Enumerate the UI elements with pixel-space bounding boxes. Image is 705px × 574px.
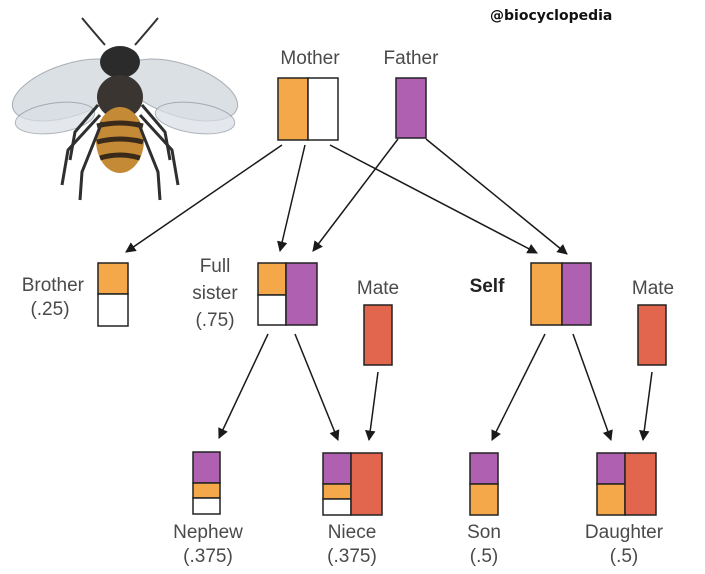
arrow-mother-brother	[126, 145, 282, 252]
brother-empty-block	[98, 294, 128, 326]
daughter-label: Daughter	[585, 522, 664, 543]
nephew-label: Nephew	[173, 522, 243, 543]
daughter-maternal-block	[597, 484, 625, 515]
arrow-self-son	[492, 334, 545, 440]
node-father: Father	[384, 48, 440, 138]
daughter-paternal-block	[597, 453, 625, 484]
arrow-sister-nephew	[219, 334, 268, 438]
node-full-sister: Full sister (.75)	[192, 256, 317, 331]
niece-maternal-block	[323, 484, 351, 499]
credit-text: @biocyclopedia	[490, 8, 612, 24]
niece-label: Niece	[328, 522, 377, 543]
node-niece: Niece (.375)	[323, 453, 382, 567]
father-label: Father	[384, 48, 440, 69]
honeybee-illustration	[5, 18, 245, 200]
father-paternal-block	[396, 78, 426, 138]
nephew-empty-block	[193, 498, 220, 514]
sister-empty-block	[258, 295, 286, 325]
brother-value: (.25)	[30, 299, 69, 320]
self-paternal-block	[562, 263, 591, 325]
self-label: Self	[470, 276, 506, 297]
node-daughter: Daughter (.5)	[585, 453, 664, 567]
sister-label-line2: sister	[192, 283, 238, 304]
arrow-mother-sister	[280, 145, 305, 251]
niece-empty-block	[323, 499, 351, 515]
mate1-label: Mate	[357, 278, 399, 299]
niece-value: (.375)	[327, 546, 377, 567]
niece-paternal-block	[323, 453, 351, 484]
mother-empty-half	[308, 78, 338, 140]
node-self: Self	[470, 263, 591, 325]
daughter-mate-block	[625, 453, 656, 515]
arrow-father-sister	[313, 139, 398, 251]
arrow-father-self	[426, 139, 567, 254]
node-mate-2: Mate	[632, 278, 674, 365]
sister-paternal-block	[286, 263, 317, 325]
mother-label: Mother	[280, 48, 340, 69]
sister-maternal-block	[258, 263, 286, 295]
arrow-mate2-daughter	[643, 372, 652, 440]
sister-label-line1: Full	[200, 256, 231, 277]
self-maternal-block	[531, 263, 562, 325]
sister-value: (.75)	[195, 310, 234, 331]
nephew-maternal-block	[193, 483, 220, 498]
mate1-block	[364, 305, 392, 365]
node-mother: Mother	[278, 48, 340, 140]
arrow-mother-self	[330, 145, 537, 253]
node-son: Son (.5)	[467, 453, 501, 567]
mate2-block	[638, 305, 666, 365]
brother-maternal-block	[98, 263, 128, 294]
mate2-label: Mate	[632, 278, 674, 299]
brother-label: Brother	[22, 275, 85, 296]
arrow-self-daughter	[573, 334, 611, 440]
son-maternal-block	[470, 484, 498, 515]
nephew-value: (.375)	[183, 546, 233, 567]
son-paternal-block	[470, 453, 498, 484]
node-nephew: Nephew (.375)	[173, 452, 243, 567]
son-label: Son	[467, 522, 501, 543]
daughter-value: (.5)	[610, 546, 639, 567]
mother-maternal-half	[278, 78, 308, 140]
arrow-sister-niece	[295, 334, 338, 440]
node-brother: Brother (.25)	[22, 263, 128, 326]
niece-mate-block	[351, 453, 382, 515]
son-value: (.5)	[470, 546, 499, 567]
nephew-paternal-block	[193, 452, 220, 483]
arrow-mate1-niece	[369, 372, 378, 440]
node-mate-1: Mate	[357, 278, 399, 365]
